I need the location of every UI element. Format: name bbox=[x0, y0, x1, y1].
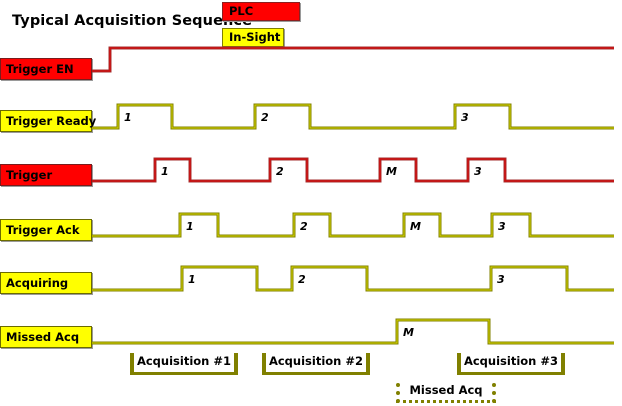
signal-label-trigger-ack: Trigger Ack bbox=[0, 219, 92, 241]
pulse-number-trigger-3: 3 bbox=[474, 165, 482, 178]
annotation-label-acquisition-1: Acquisition #1 bbox=[136, 354, 232, 368]
pulse-number-acquiring-3: 3 bbox=[497, 273, 505, 286]
pulse-number-trigger-ack-m: M bbox=[410, 220, 421, 233]
waveform-trigger-ready bbox=[92, 103, 614, 130]
pulse-number-acquiring-2: 2 bbox=[298, 273, 306, 286]
annotation-missed-acq: Missed Acq bbox=[396, 383, 496, 403]
waveform-acquiring bbox=[92, 265, 614, 292]
signal-label-trigger: Trigger bbox=[0, 164, 92, 186]
annotation-acquisition-2: Acquisition #2 bbox=[262, 353, 370, 375]
waveform-trigger-en bbox=[92, 46, 614, 73]
signal-label-missed-acq: Missed Acq bbox=[0, 326, 92, 348]
legend-label-plc: PLC bbox=[229, 4, 254, 18]
annotation-acquisition-3: Acquisition #3 bbox=[457, 353, 565, 375]
waveform-missed-acq bbox=[92, 318, 614, 345]
pulse-number-trigger-ack-3: 3 bbox=[498, 220, 506, 233]
waveform-trigger bbox=[92, 157, 614, 183]
signal-label-trigger-en: Trigger EN bbox=[0, 58, 92, 80]
pulse-number-trigger-1: 1 bbox=[161, 165, 169, 178]
pulse-number-trigger-ready-1: 1 bbox=[124, 111, 132, 124]
legend-label-in-sight: In-Sight bbox=[229, 30, 281, 44]
signal-label-trigger-ready: Trigger Ready bbox=[0, 110, 96, 132]
pulse-number-trigger-ack-2: 2 bbox=[300, 220, 308, 233]
signal-label-acquiring: Acquiring bbox=[0, 272, 92, 294]
annotation-label-missed-acq: Missed Acq bbox=[409, 383, 483, 397]
pulse-number-trigger-ack-1: 1 bbox=[186, 220, 194, 233]
waveform-trigger-ack bbox=[92, 212, 614, 238]
legend-badge-plc: PLC bbox=[222, 2, 300, 21]
page-title: Typical Acquisition Sequence bbox=[12, 13, 253, 29]
pulse-number-trigger-2: 2 bbox=[276, 165, 284, 178]
annotation-label-acquisition-2: Acquisition #2 bbox=[268, 354, 364, 368]
pulse-number-acquiring-1: 1 bbox=[188, 273, 196, 286]
pulse-number-trigger-ready-3: 3 bbox=[461, 111, 469, 124]
annotation-label-acquisition-3: Acquisition #3 bbox=[463, 354, 559, 368]
legend-badge-in-sight: In-Sight bbox=[222, 28, 284, 47]
pulse-number-missed-acq-m: M bbox=[403, 326, 414, 339]
annotation-acquisition-1: Acquisition #1 bbox=[130, 353, 238, 375]
pulse-number-trigger-ready-2: 2 bbox=[261, 111, 269, 124]
pulse-number-trigger-m: M bbox=[386, 165, 397, 178]
